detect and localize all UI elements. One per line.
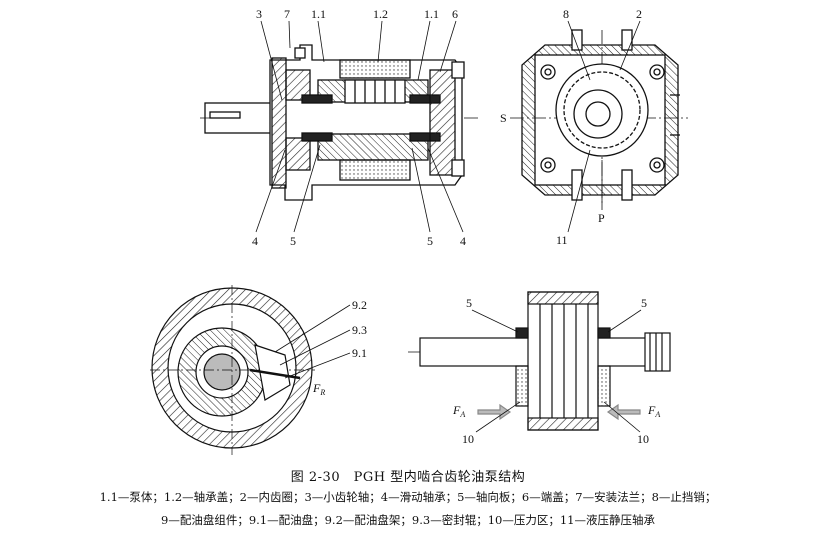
label-9-1: 9.1 xyxy=(352,346,367,360)
figure-legend-line-1: 1.1—泵体；1.2—轴承盖；2—内齿圈；3—小齿轮轴；4—滑动轴承；5—轴向板… xyxy=(99,490,717,504)
label-11: 11 xyxy=(556,233,568,247)
label-9-3: 9.3 xyxy=(352,323,367,337)
label-1-2: 1.2 xyxy=(373,7,388,21)
gear-labels: 9.2 9.3 9.1 FR xyxy=(312,298,367,397)
figure-legend-line-2: 9—配油盘组件；9.1—配油盘；9.2—配油盘架；9.3—密封辊；10—压力区；… xyxy=(161,513,655,527)
axial-plate-right xyxy=(597,327,611,339)
label-10-right: 10 xyxy=(637,432,649,446)
gear-detail-view xyxy=(150,285,315,455)
end-labels: 8 2 S P 11 xyxy=(500,7,642,247)
end-pinion xyxy=(573,89,623,139)
end-leader-lines xyxy=(567,20,641,233)
axial-labels: 5 5 FA FA 10 10 xyxy=(452,296,660,446)
label-4-right: 4 xyxy=(460,234,466,248)
pump-end-view xyxy=(510,29,688,205)
label-3: 3 xyxy=(256,7,262,21)
label-9-2: 9.2 xyxy=(352,298,367,312)
section-leader-lines xyxy=(255,20,464,233)
bearing-cover xyxy=(339,59,411,79)
label-FR: FR xyxy=(312,381,325,397)
label-FA-right: FA xyxy=(647,403,660,419)
label-5-axial-right: 5 xyxy=(641,296,647,310)
end-cap xyxy=(429,69,456,176)
section-labels: 3 7 1.1 1.2 1.1 6 4 5 5 4 xyxy=(252,7,466,248)
mounting-flange xyxy=(271,57,287,189)
label-2: 2 xyxy=(636,7,642,21)
label-1-1-left: 1.1 xyxy=(311,7,326,21)
label-6: 6 xyxy=(452,7,458,21)
label-4-left: 4 xyxy=(252,234,258,248)
force-arrow-right xyxy=(606,403,641,421)
label-7: 7 xyxy=(284,7,290,21)
axial-leader-lines xyxy=(471,309,642,433)
axial-plate-left xyxy=(515,327,529,339)
force-arrow-left xyxy=(477,403,512,421)
label-S: S xyxy=(500,111,507,125)
label-FA-left: FA xyxy=(452,403,465,419)
gear-leader-lines xyxy=(274,304,351,379)
pump-section-view xyxy=(200,44,478,201)
label-8: 8 xyxy=(563,7,569,21)
figure-title: 图 2-30 PGH 型内啮合齿轮油泵结构 xyxy=(290,470,526,485)
label-10-left: 10 xyxy=(462,432,474,446)
label-5-axial-left: 5 xyxy=(466,296,472,310)
axial-view xyxy=(408,291,672,431)
label-1-1-right: 1.1 xyxy=(424,7,439,21)
internal-gear-ring xyxy=(301,94,333,104)
label-5-left: 5 xyxy=(290,234,296,248)
label-P: P xyxy=(598,211,605,225)
label-5-right: 5 xyxy=(427,234,433,248)
